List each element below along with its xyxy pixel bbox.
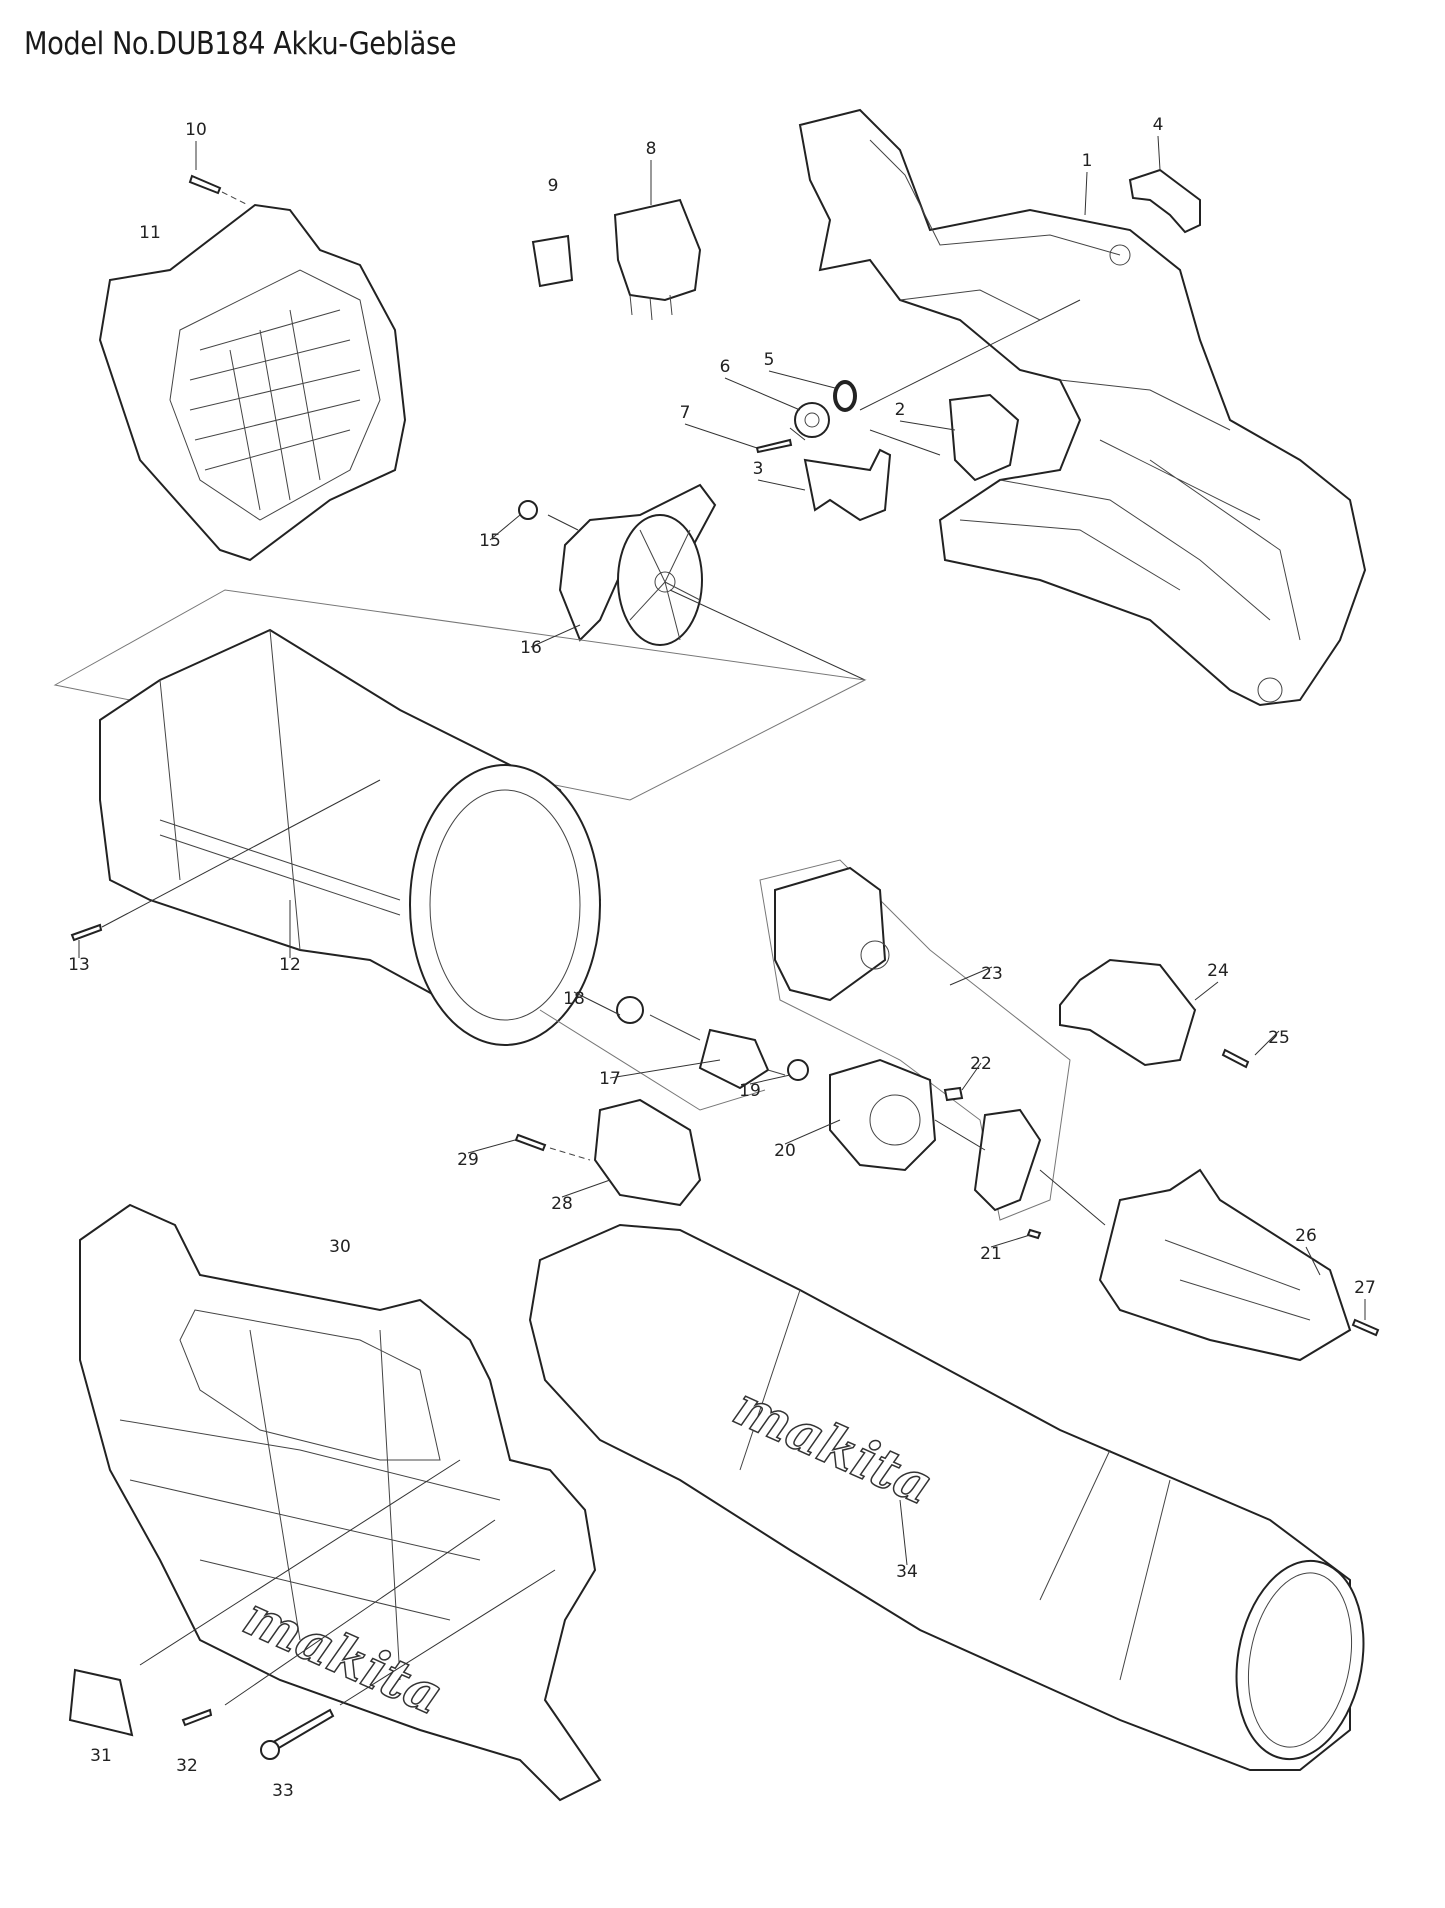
part-8-switch[interactable] (613, 198, 702, 321)
part-10-screw[interactable] (188, 174, 222, 195)
callout-32: 32 (176, 1756, 198, 1776)
part-1-housing[interactable] (798, 108, 1367, 707)
part-34-nozzle[interactable]: makita (528, 1223, 1378, 1771)
part-30-housing[interactable]: makita (79, 1203, 602, 1802)
callout-10: 10 (185, 120, 207, 140)
callout-20: 20 (774, 1141, 796, 1161)
part-21-plate[interactable] (973, 1108, 1042, 1212)
callout-26: 26 (1295, 1226, 1317, 1246)
part-26-rear-cover[interactable] (1098, 1168, 1352, 1362)
part-25-screw[interactable] (1221, 1048, 1250, 1069)
part-21-screw[interactable] (1026, 1228, 1042, 1240)
callout-12: 12 (279, 955, 301, 975)
part-28-cover[interactable] (593, 1098, 702, 1207)
callout-16: 16 (520, 638, 542, 658)
part-5-o-ring[interactable] (833, 380, 857, 412)
part-15-nut[interactable] (518, 500, 538, 520)
page-title: Model No.DUB184 Akku-Gebläse (24, 26, 457, 62)
callout-2: 2 (895, 400, 906, 420)
callout-5: 5 (764, 350, 775, 370)
callout-9: 9 (548, 176, 559, 196)
callout-25: 25 (1268, 1028, 1290, 1048)
part-19-bearing[interactable] (787, 1059, 809, 1081)
callout-33: 33 (272, 1781, 294, 1801)
callout-31: 31 (90, 1746, 112, 1766)
callout-24: 24 (1207, 961, 1229, 981)
callout-3: 3 (753, 459, 764, 479)
callout-1: 1 (1082, 151, 1093, 171)
callout-18: 18 (563, 989, 585, 1009)
callout-7: 7 (680, 403, 691, 423)
part-23-controller[interactable] (759, 859, 1071, 1221)
leader-lines (78, 135, 1366, 1566)
callout-21: 21 (980, 1244, 1002, 1264)
part-16-fan[interactable] (558, 483, 717, 646)
part-17-rotor[interactable] (649, 1014, 786, 1090)
part-27-screw[interactable] (1351, 1318, 1380, 1337)
callout-13: 13 (68, 955, 90, 975)
callout-22: 22 (970, 1054, 992, 1074)
part-20-stator[interactable] (829, 1058, 937, 1172)
part-9-label[interactable] (531, 234, 574, 288)
part-32-screw[interactable] (181, 1708, 213, 1727)
callout-19: 19 (739, 1081, 761, 1101)
part-29-screw[interactable] (514, 1133, 547, 1152)
callout-6: 6 (720, 357, 731, 377)
part-31-label[interactable] (68, 1668, 134, 1737)
callout-34: 34 (896, 1562, 918, 1582)
part-12-tube[interactable] (99, 628, 602, 1046)
part-4-lever[interactable] (1128, 168, 1201, 234)
callout-17: 17 (599, 1069, 621, 1089)
part-22-spring[interactable] (943, 1086, 964, 1102)
callout-30: 30 (329, 1237, 351, 1257)
part-11-fan-cover[interactable] (98, 203, 407, 562)
part-13-screw[interactable] (70, 923, 103, 942)
callout-29: 29 (457, 1150, 479, 1170)
callout-28: 28 (551, 1194, 573, 1214)
callout-8: 8 (646, 139, 657, 159)
callout-4: 4 (1153, 115, 1164, 135)
part-3-bracket[interactable] (803, 448, 892, 522)
callout-27: 27 (1354, 1278, 1376, 1298)
part-18-bearing[interactable] (616, 996, 644, 1024)
part-24-holder[interactable] (1059, 958, 1197, 1067)
callout-11: 11 (139, 223, 161, 243)
part-7-screw[interactable] (755, 438, 793, 454)
part-2-switch-unit[interactable] (948, 393, 1020, 482)
callout-labels: 1 2 3 4 5 6 7 8 9 10 11 12 13 15 16 17 1… (68, 115, 1376, 1801)
part-6-cam[interactable] (794, 402, 830, 438)
